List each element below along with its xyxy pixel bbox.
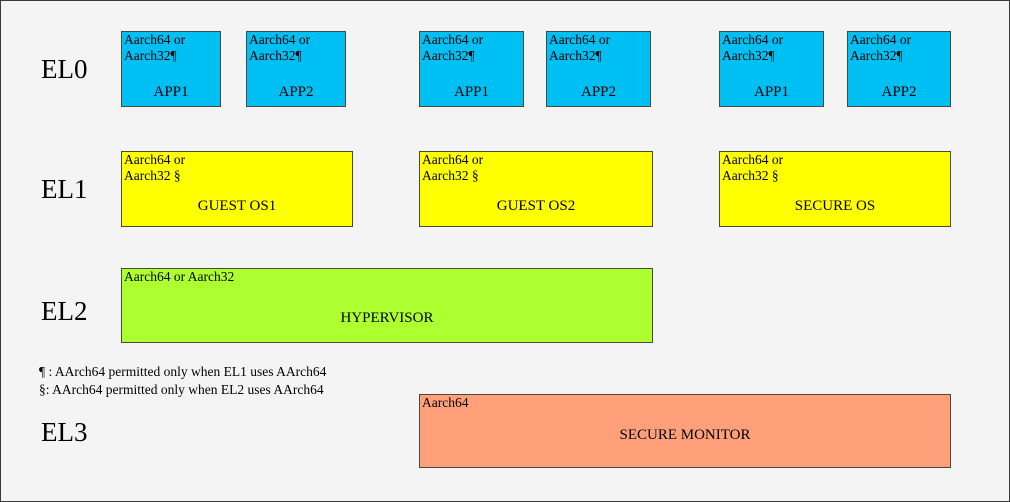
app-box-1-arch: Aarch64 or Aarch32¶ xyxy=(124,32,186,63)
os-box-guest-os2-title: GUEST OS2 xyxy=(496,198,576,214)
os-box-guest-os1[interactable]: Aarch64 or Aarch32 § GUEST OS1 xyxy=(121,151,353,227)
level-label-el3: EL3 xyxy=(41,417,88,447)
app-box-1[interactable]: Aarch64 or Aarch32¶ APP1 xyxy=(121,31,221,107)
os-box-guest-os2[interactable]: Aarch64 or Aarch32 § GUEST OS2 xyxy=(419,151,653,227)
os-box-secure-os[interactable]: Aarch64 or Aarch32 § SECURE OS xyxy=(719,151,951,227)
app-box-5[interactable]: Aarch64 or Aarch32¶ APP1 xyxy=(719,31,824,107)
level-label-el2: EL2 xyxy=(41,296,88,326)
app-box-5-title: APP1 xyxy=(753,84,790,100)
app-box-5-arch: Aarch64 or Aarch32¶ xyxy=(722,32,784,63)
os-box-guest-os1-arch: Aarch64 or Aarch32 § xyxy=(124,152,186,183)
app-box-6-arch: Aarch64 or Aarch32¶ xyxy=(850,32,912,63)
hypervisor-box-arch: Aarch64 or Aarch32 xyxy=(124,269,235,284)
os-box-guest-os1-title: GUEST OS1 xyxy=(197,198,277,214)
app-box-3-arch: Aarch64 or Aarch32¶ xyxy=(422,32,484,63)
app-box-6-title: APP2 xyxy=(881,84,917,100)
secure-monitor-box-arch: Aarch64 xyxy=(422,395,469,410)
app-box-2-arch: Aarch64 or Aarch32¶ xyxy=(249,32,311,63)
app-box-3-title: APP1 xyxy=(453,84,490,100)
app-box-4[interactable]: Aarch64 or Aarch32¶ APP2 xyxy=(546,31,651,107)
os-box-guest-os2-arch: Aarch64 or Aarch32 § xyxy=(422,152,484,183)
app-box-1-title: APP1 xyxy=(153,84,189,100)
os-box-secure-os-arch: Aarch64 or Aarch32 § xyxy=(722,152,784,183)
secure-monitor-box-title: SECURE MONITOR xyxy=(619,427,751,443)
app-box-6[interactable]: Aarch64 or Aarch32¶ APP2 xyxy=(847,31,951,107)
level-label-el0: EL0 xyxy=(41,54,88,84)
os-box-secure-os-title: SECURE OS xyxy=(794,198,876,214)
app-box-4-arch: Aarch64 or Aarch32¶ xyxy=(549,32,611,63)
hypervisor-box[interactable]: Aarch64 or Aarch32 HYPERVISOR xyxy=(121,268,653,343)
secure-monitor-box[interactable]: Aarch64 SECURE MONITOR xyxy=(419,394,951,468)
app-box-2[interactable]: Aarch64 or Aarch32¶ APP2 xyxy=(246,31,346,107)
level-label-el1: EL1 xyxy=(41,174,88,204)
footnotes: ¶ : AArch64 permitted only when EL1 uses… xyxy=(39,364,327,397)
app-box-4-title: APP2 xyxy=(580,84,617,100)
hypervisor-box-title: HYPERVISOR xyxy=(340,310,434,326)
app-box-3[interactable]: Aarch64 or Aarch32¶ APP1 xyxy=(419,31,524,107)
app-box-2-title: APP2 xyxy=(278,84,314,100)
